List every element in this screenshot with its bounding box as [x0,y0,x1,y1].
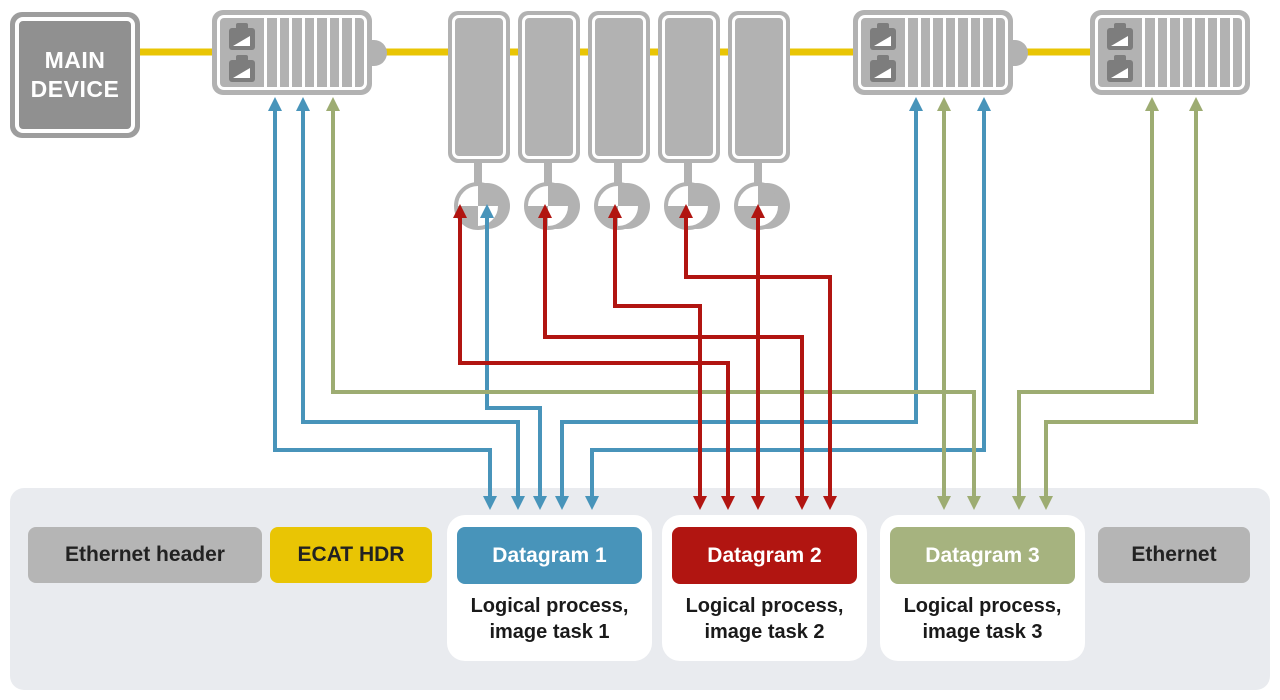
arrow-datagram3-coupler1 [326,97,981,510]
datagram1-caption: Logical process, image task 1 [470,595,629,643]
datagram2-container: Datagram 2 Logical process, image task 2 [662,515,867,661]
datagram1-container: Datagram 1 Logical process, image task 1 [447,515,652,661]
datagram3-box: Datagram 3 [890,527,1075,584]
ethercat-frame: Ethernet header ECAT HDR Datagram 1 Logi… [10,488,1270,690]
ethernet-header-box: Ethernet header [28,527,262,583]
datagram1-box: Datagram 1 [457,527,642,584]
distributed-clock-icon [594,160,650,230]
arrow-datagram3-coupler3-b [1039,97,1203,510]
datagram2-caption: Logical process, image task 2 [685,595,844,643]
arrow-datagram1-coupler2-b [585,97,991,510]
distributed-clock-icon [734,160,790,230]
datagram2-box: Datagram 2 [672,527,857,584]
arrow-datagram2-clock2 [538,204,809,510]
distributed-clocks [454,160,790,230]
arrow-datagram1-clock1 [480,204,547,510]
arrow-datagram3-coupler3-a [1012,97,1159,510]
ecat-hdr-label: ECAT HDR [297,543,405,566]
ethernet-label: Ethernet [1131,543,1217,566]
datagram3-label: Datagram 3 [925,543,1040,567]
ecat-hdr-box: ECAT HDR [270,527,432,583]
distributed-clock-icon [454,160,510,230]
arrow-datagram1-coupler1-a [268,97,497,510]
ethernet-box: Ethernet [1098,527,1250,583]
datagram1-label: Datagram 1 [492,543,607,567]
ethernet-header-label: Ethernet header [65,543,225,566]
distributed-clock-icon [664,160,720,230]
distributed-clock-icon [524,160,580,230]
datagram3-container: Datagram 3 Logical process, image task 3 [880,515,1085,661]
datagram2-label: Datagram 2 [707,543,822,567]
datagram3-caption: Logical process, image task 3 [903,595,1062,643]
